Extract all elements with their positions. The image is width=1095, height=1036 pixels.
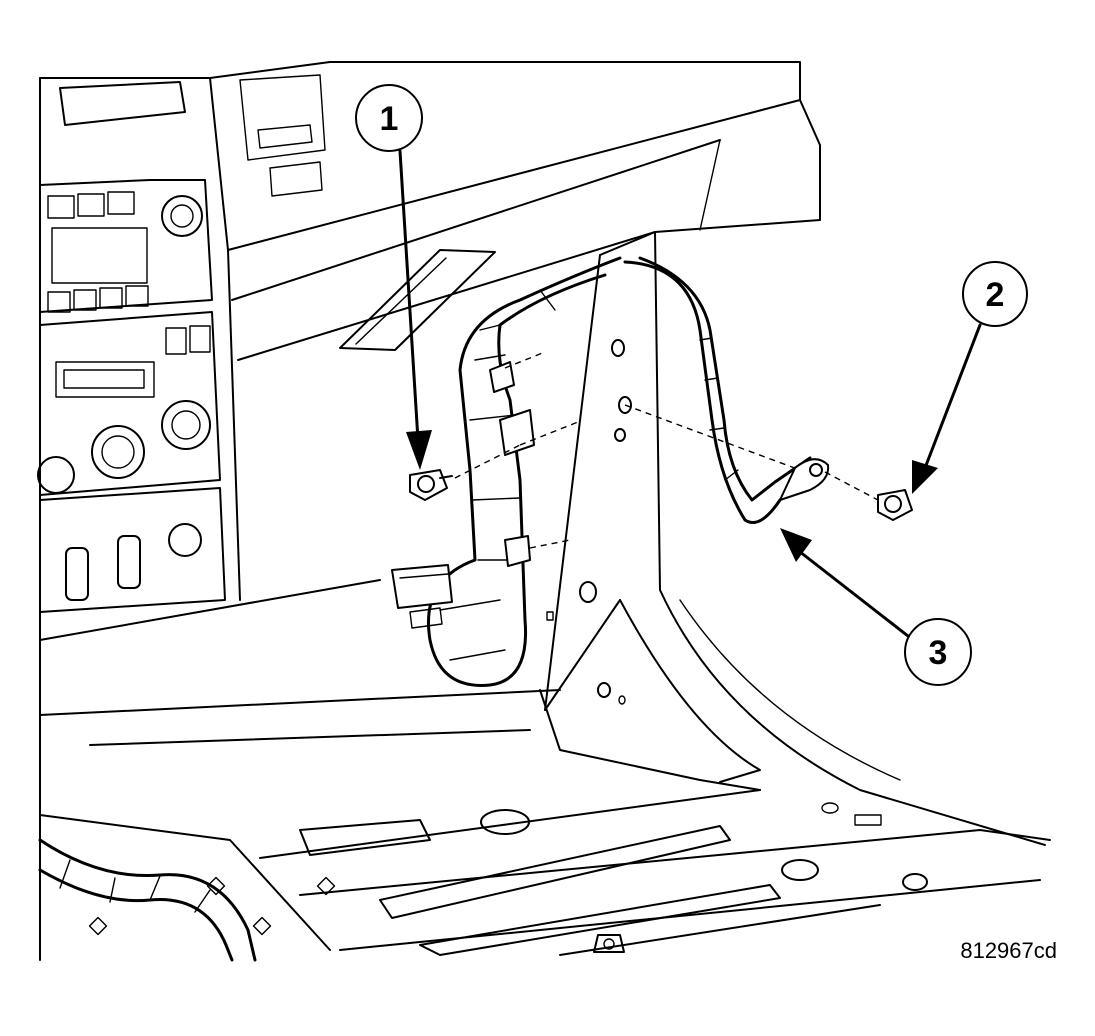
floor-pan [39, 579, 1051, 956]
callout-2-label: 2 [986, 276, 1005, 314]
bolt-left [409, 469, 453, 501]
instrument-panel [39, 61, 821, 961]
radio-unit [39, 179, 213, 313]
a-pillar-panel [544, 231, 1046, 846]
callout-3-label: 3 [929, 634, 948, 672]
callout-1: 1 [355, 84, 432, 470]
callout-3: 3 [780, 528, 972, 686]
bolt-right [877, 489, 913, 521]
alignment-lines [454, 351, 879, 549]
climate-control [37, 311, 221, 496]
callout-1-label: 1 [380, 100, 399, 138]
callout-2: 2 [912, 261, 1028, 494]
wiring-harness [391, 256, 830, 687]
figure-id: 812967cd [960, 938, 1057, 963]
switch-bank [39, 487, 226, 613]
lower-harness [38, 838, 257, 962]
